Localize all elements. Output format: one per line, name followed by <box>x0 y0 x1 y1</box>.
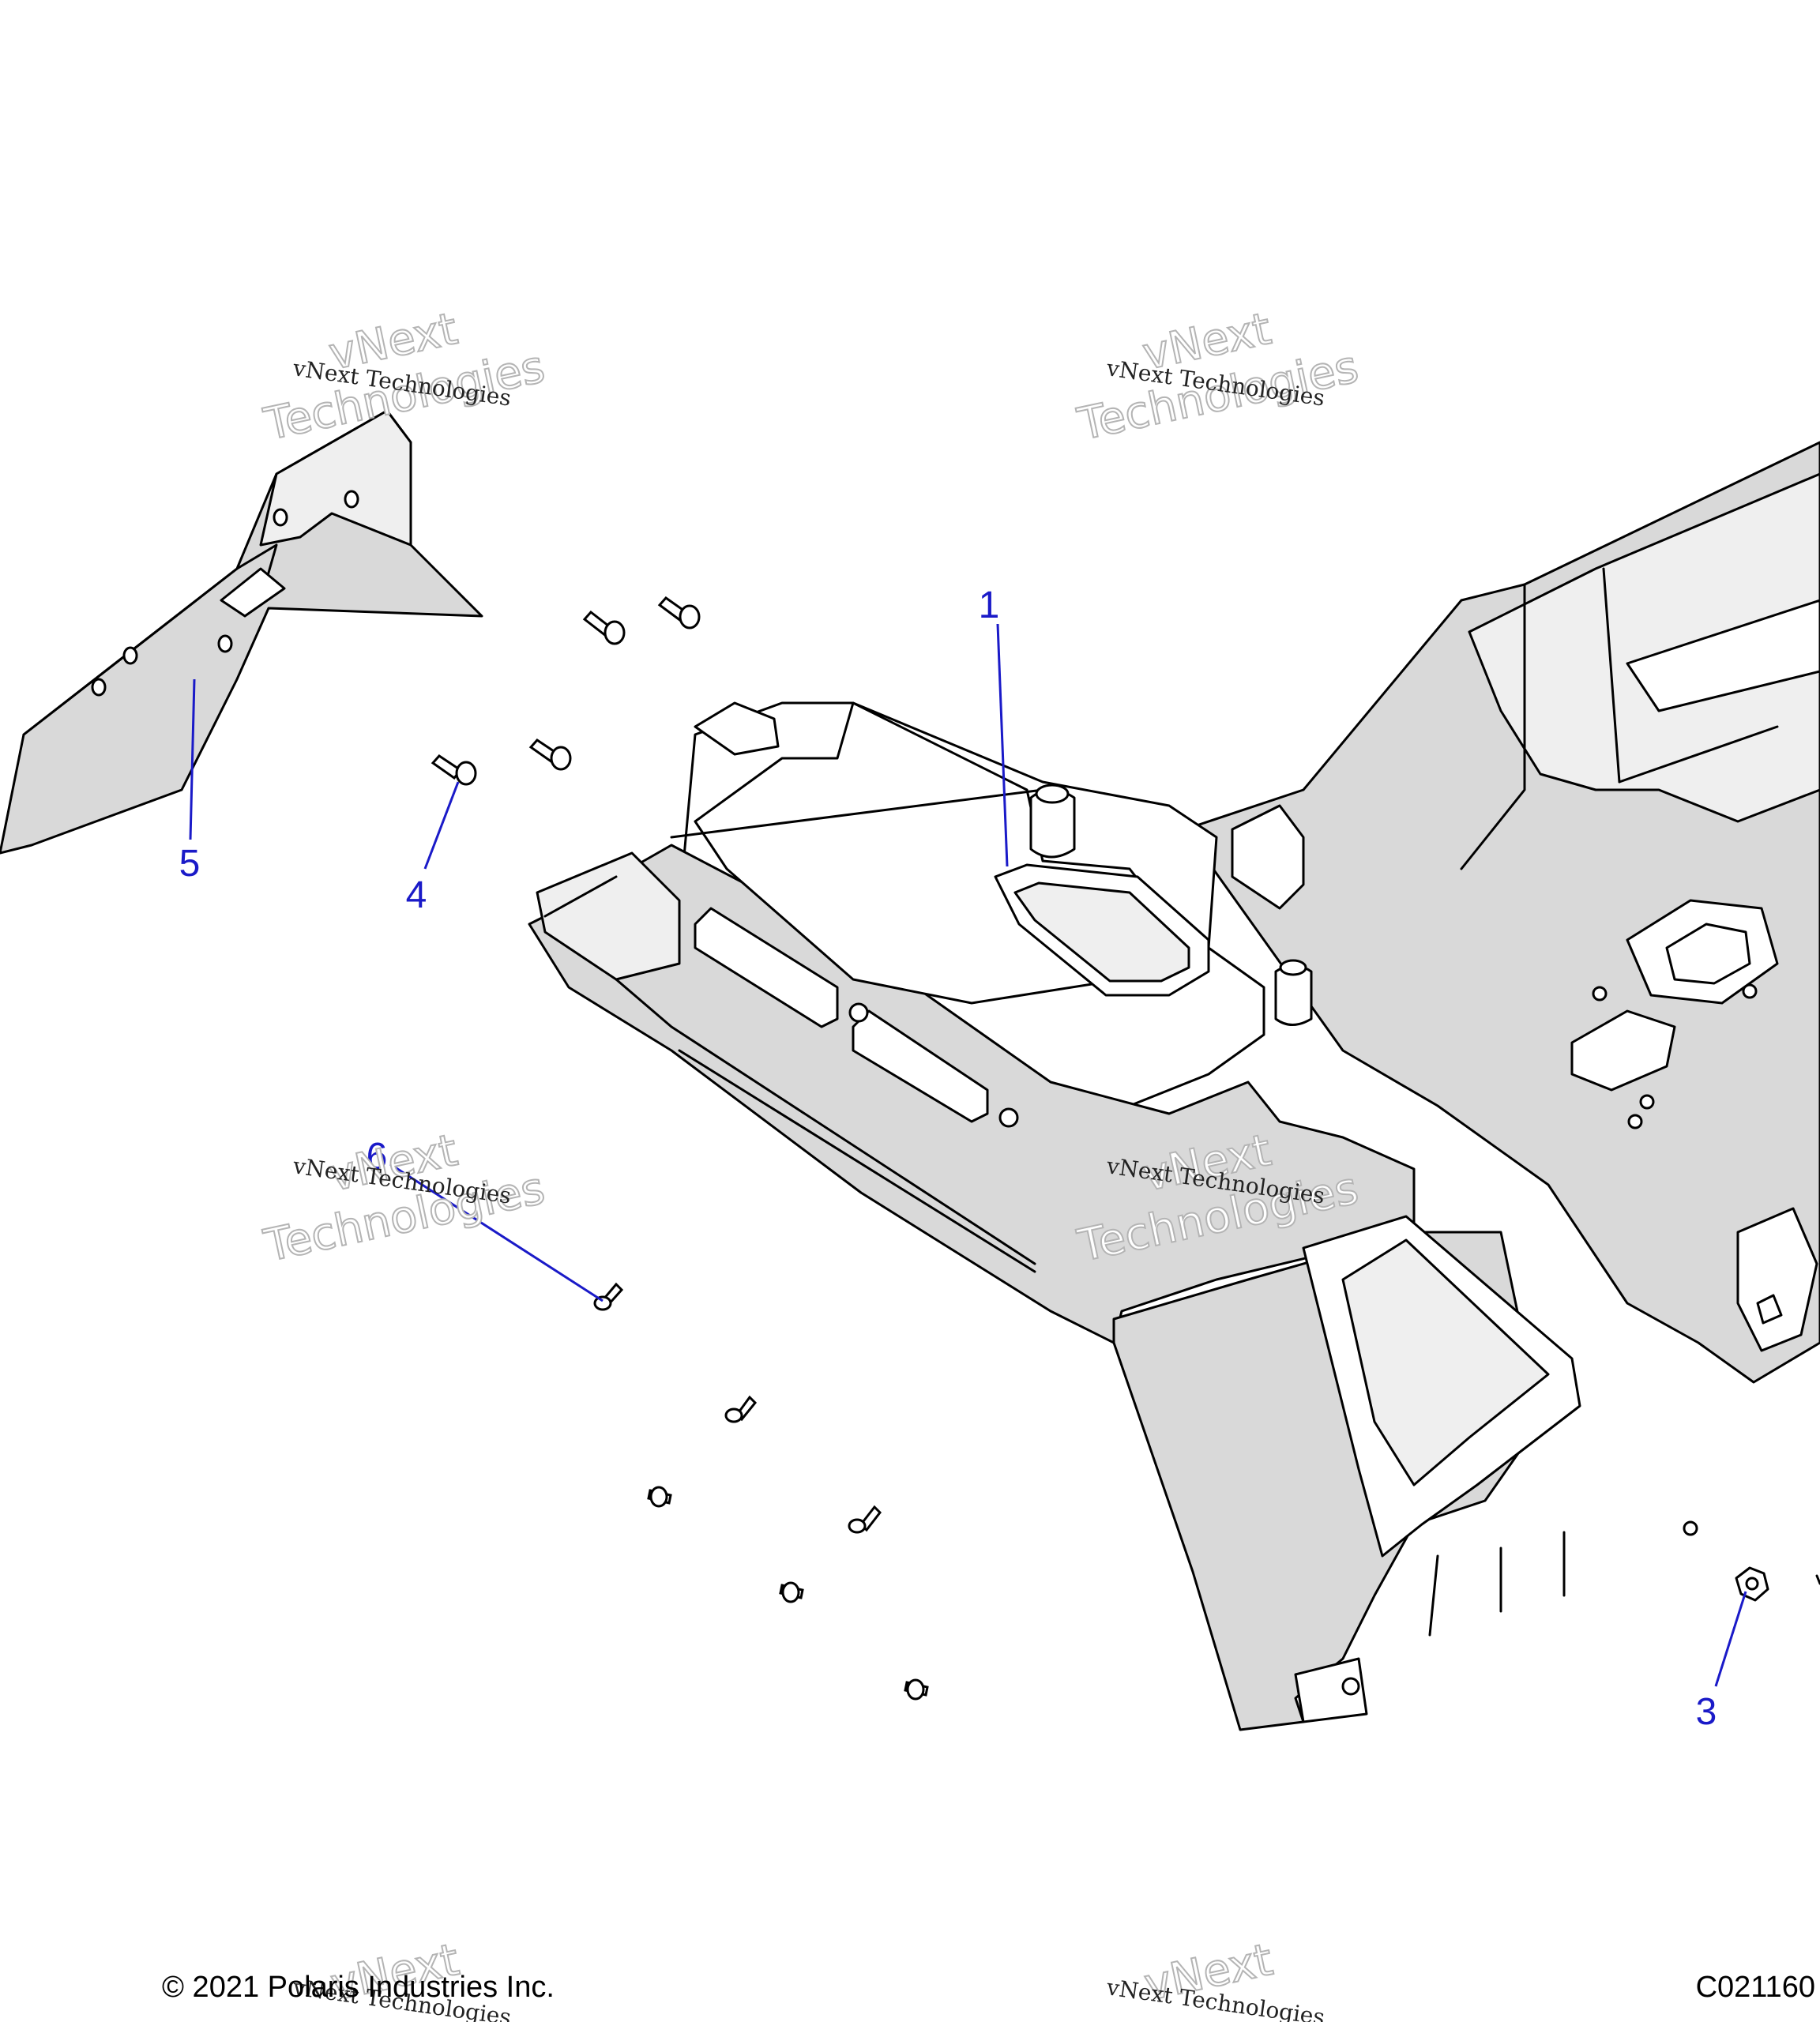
screw-part-4 <box>431 754 477 786</box>
screw-upper-1 <box>582 610 626 645</box>
callout-3: 3 <box>1696 1691 1717 1733</box>
leader-1 <box>996 623 1009 867</box>
screw-lower-3 <box>848 1505 882 1534</box>
copyright-text: © 2021 Polaris Industries Inc. <box>162 1971 555 2004</box>
screw-set <box>431 596 929 1701</box>
callout-1: 1 <box>979 584 1000 626</box>
figure-code: C021160 <box>1695 1971 1815 2004</box>
leader-lines <box>189 623 1747 1687</box>
leader-4 <box>423 781 460 870</box>
leader-6 <box>389 1163 604 1302</box>
part-5-side-panel <box>0 409 483 855</box>
callout-4: 4 <box>406 874 427 916</box>
callout-5: 5 <box>179 843 201 885</box>
screw-lower-5 <box>904 1678 929 1701</box>
screw-part-6 <box>593 1282 624 1311</box>
screw-lower-1 <box>724 1395 758 1423</box>
screw-lower-2 <box>647 1486 672 1508</box>
leader-3 <box>1714 1591 1747 1687</box>
part-1-rear-body <box>528 441 1820 1731</box>
callout-6: 6 <box>367 1136 388 1178</box>
leader-5 <box>189 678 196 840</box>
screw-lower-4 <box>779 1581 804 1603</box>
part-3-nut <box>1735 1566 1820 1602</box>
screw-upper-2 <box>657 596 701 630</box>
callouts: 1 3 4 5 6 <box>179 584 1717 1733</box>
screw-mid-1 <box>528 739 572 771</box>
